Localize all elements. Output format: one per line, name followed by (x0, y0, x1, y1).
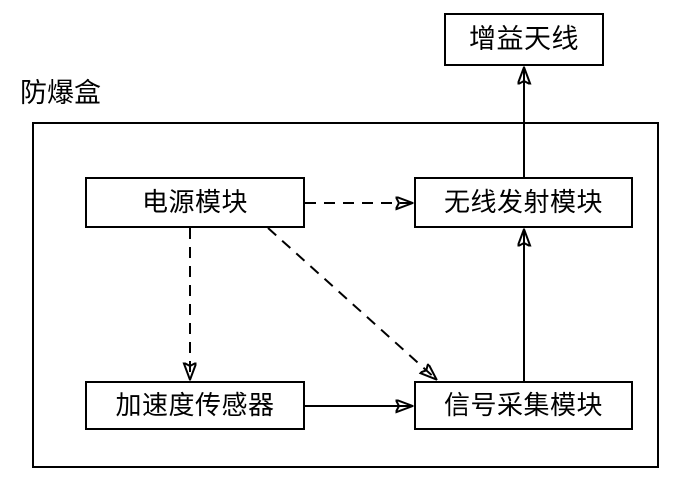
connector-power-to-signal (267, 227, 436, 379)
node-label-wireless-transmit-module: 无线发射模块 (443, 187, 603, 217)
node-power-module: 电源模块 (85, 177, 305, 228)
node-label-acceleration-sensor: 加速度传感器 (115, 390, 275, 420)
node-label-gain-antenna: 增益天线 (469, 24, 579, 54)
node-label-signal-acquisition-module: 信号采集模块 (443, 390, 603, 420)
explosion-proof-box-container (32, 122, 659, 468)
node-gain-antenna: 增益天线 (444, 13, 604, 66)
node-wireless-transmit-module: 无线发射模块 (414, 177, 633, 228)
node-signal-acquisition-module: 信号采集模块 (414, 381, 633, 430)
node-label-power-module: 电源模块 (141, 187, 248, 217)
node-acceleration-sensor: 加速度传感器 (85, 381, 305, 430)
explosion-proof-box-label: 防爆盒 (20, 78, 101, 108)
